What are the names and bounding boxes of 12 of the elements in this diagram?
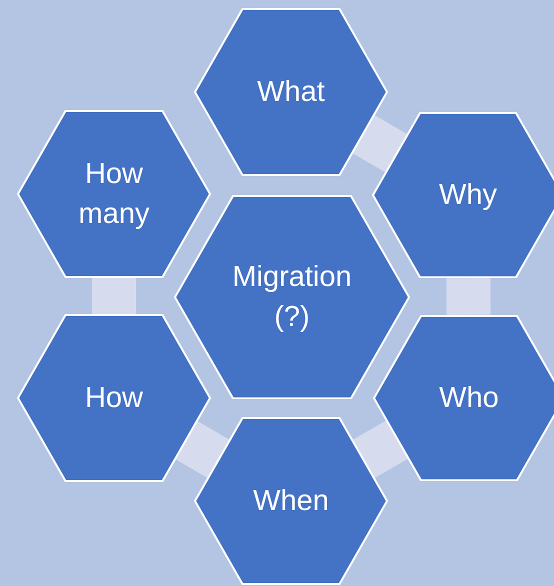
hexagon-label: Who [439, 380, 499, 416]
hexagon-label: How [84, 380, 143, 416]
connector-band [352, 420, 408, 478]
hexagon-label: Migration (?) [231, 260, 353, 335]
hexagon-label: How many [78, 156, 150, 232]
hexagon-label: What [257, 74, 325, 110]
hexagon-label: When [253, 484, 329, 519]
connector-band [352, 115, 408, 172]
connector-band [92, 278, 136, 314]
hexagon-label: Why [439, 178, 497, 213]
connector-band [446, 278, 491, 315]
connector-band [176, 421, 230, 478]
